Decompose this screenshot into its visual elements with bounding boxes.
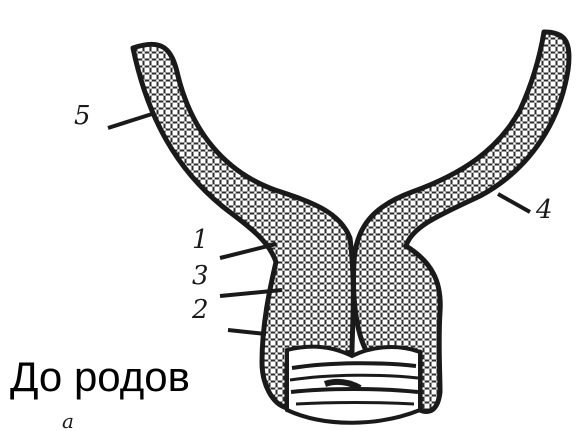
label-1: 1 (192, 225, 209, 255)
leader-line-4 (498, 194, 530, 212)
leader-line-5 (108, 114, 152, 128)
label-4: 4 (535, 195, 553, 225)
leader-line-1 (220, 244, 276, 258)
leader-line-2 (228, 330, 266, 334)
caption-before-birth: До родов (10, 356, 190, 398)
label-5: 5 (74, 101, 91, 131)
cervix-striations (287, 347, 420, 423)
sublabel-a: a (62, 409, 74, 431)
label-2: 2 (191, 295, 209, 325)
label-3: 3 (192, 261, 209, 291)
